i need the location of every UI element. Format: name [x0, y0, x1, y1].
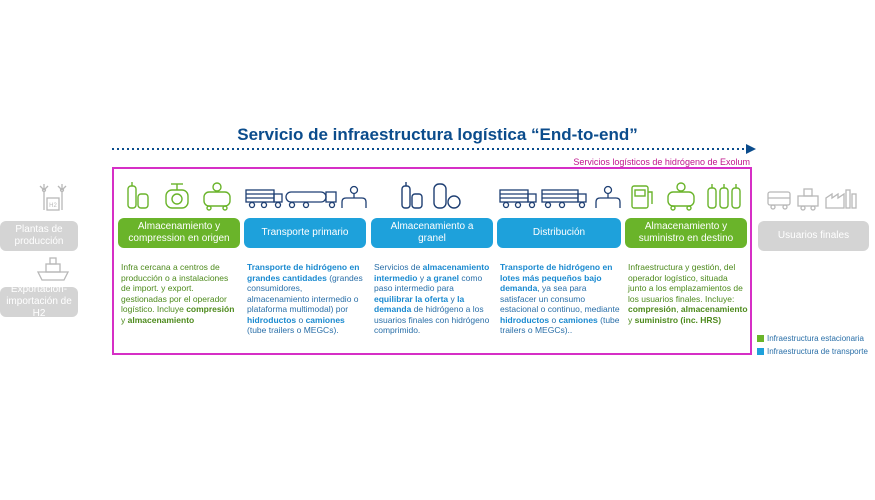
- compressor-icon: [203, 182, 231, 211]
- hydrogen-tank-icon: [165, 183, 189, 209]
- legend-swatch: [757, 335, 764, 342]
- pipeline-valve-icon: [595, 185, 621, 208]
- fuel-dispenser-icon: [631, 185, 653, 209]
- stage-description: Infra cercana a centros de producción o …: [121, 262, 235, 325]
- tube-trailer-icon: [245, 189, 283, 209]
- export-import-label: Exportación-importación de H2: [6, 284, 72, 319]
- stage-5-icons: [631, 182, 741, 211]
- svg-text:H2: H2: [49, 203, 57, 209]
- stage-4-icons: [499, 185, 621, 209]
- stage-label: Almacenamiento y compression en origen: [128, 221, 230, 244]
- page-title: Servicio de infraestructura logística “E…: [237, 125, 638, 144]
- stage-description: Servicios de almacenamiento intermedio y…: [374, 262, 490, 335]
- stage-bulk-storage: Almacenamiento a granel: [371, 218, 493, 248]
- gas-cylinders-icon: [707, 184, 741, 209]
- end-users-icons: [767, 188, 857, 211]
- truck-icon: [285, 191, 337, 209]
- stage-distribution: Distribución: [497, 218, 621, 248]
- stage-1-icons: [127, 182, 231, 211]
- stage-description: Transporte de hidrógeno en grandes canti…: [247, 262, 363, 335]
- compressor-icon: [667, 182, 695, 211]
- stage-destination-storage: Almacenamiento y suministro en destino: [625, 218, 747, 248]
- export-import-box: Exportación-importación de H2: [0, 284, 78, 319]
- end-to-end-arrow: [112, 144, 756, 154]
- ship-icon: [36, 257, 70, 281]
- stage-description: Transporte de hidrógeno en lotes más peq…: [500, 262, 620, 335]
- tube-trailer-icon: [541, 189, 587, 209]
- stage-primary-transport: Transporte primario: [244, 218, 366, 248]
- legend-swatch: [757, 348, 764, 355]
- production-plant-icon: H2: [39, 184, 67, 211]
- stage-label: Almacenamiento a granel: [390, 221, 474, 244]
- legend-label: Infraestructura estacionaria: [767, 334, 864, 343]
- stage-label: Distribución: [532, 227, 586, 238]
- stage-label: Transporte primario: [261, 227, 349, 238]
- storage-tank-icon: [127, 182, 149, 209]
- end-users-box: Usuarios finales: [758, 221, 869, 251]
- storage-tank-icon: [401, 182, 423, 209]
- stage-2-icons: [245, 185, 367, 209]
- stage-origin-storage: Almacenamiento y compression en origen: [118, 218, 240, 248]
- stage-label: Almacenamiento y suministro en destino: [638, 221, 734, 244]
- hydrogen-storage-icon: [433, 183, 461, 209]
- legend-item-transport: Infraestructura de transporte: [757, 347, 868, 356]
- production-plants-label: Plantas de producción: [14, 224, 64, 247]
- stage-3-icons: [401, 182, 461, 209]
- tube-trailer-icon: [499, 189, 537, 209]
- end-users-label: Usuarios finales: [777, 230, 850, 241]
- pipeline-valve-icon: [341, 185, 367, 208]
- stage-description: Infraestructura y gestión, del operador …: [628, 262, 748, 325]
- legend-item-stationary: Infraestructura estacionaria: [757, 334, 868, 343]
- legend-label: Infraestructura de transporte: [767, 347, 868, 356]
- exolum-services-frame: [112, 167, 752, 355]
- production-plants-box: Plantas de producción: [0, 221, 78, 251]
- legend: Infraestructura estacionaria Infraestruc…: [757, 334, 868, 356]
- frame-label: Servicios logísticos de hidrógeno de Exo…: [573, 157, 750, 167]
